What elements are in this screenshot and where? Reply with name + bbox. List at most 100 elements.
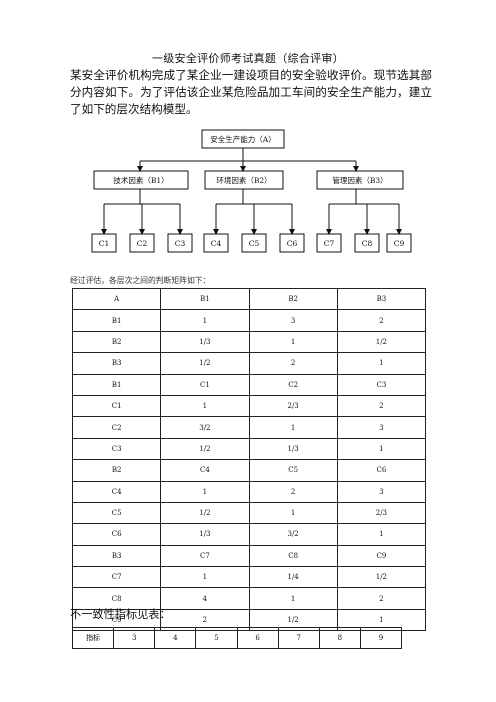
table-cell: C4: [160, 459, 250, 482]
node-b3-box: [316, 170, 404, 190]
table-cell: 6: [236, 627, 279, 649]
node-b3-label: 管理因素（B3）: [332, 175, 387, 185]
node-b2-label: 环境因素（B2）: [216, 175, 271, 185]
table-cell: 4: [160, 587, 250, 610]
table-cell: 1/2: [160, 501, 250, 525]
table-cell: 3: [248, 309, 338, 332]
intro-paragraph: 某安全评价机构完成了某企业一建设项目的安全验收评价。现节选其部分内容如下。为了评…: [70, 68, 432, 116]
table-cell: B1: [160, 287, 250, 311]
table-cell: 1/4: [248, 566, 338, 589]
table-cell: 2/3: [336, 501, 427, 525]
table-cell: 1: [160, 566, 250, 589]
table-cell: 2: [336, 309, 427, 332]
table-cell: 2: [336, 394, 427, 418]
document-title: 一级安全评价师考试真题（综合评审）: [151, 52, 345, 65]
table-cell: 1: [248, 330, 338, 354]
table-cell: 1/2: [160, 437, 250, 461]
table-cell: C1: [71, 394, 162, 418]
table-cell: C8: [248, 544, 338, 568]
table-cell: 1: [336, 352, 427, 375]
table-cell: 1: [336, 523, 427, 546]
matrix-caption: 经过评估，各层次之间的判断矩阵如下：: [70, 276, 211, 285]
table-cell: 3/2: [248, 523, 338, 546]
table-cell: 1: [160, 394, 250, 418]
table-cell: 1/3: [248, 437, 338, 461]
table-cell: 1/2: [336, 566, 427, 589]
table-cell: C3: [336, 373, 427, 396]
table-cell: C6: [71, 523, 162, 546]
table-cell: 7: [277, 627, 320, 649]
node-b1-box: [93, 170, 189, 190]
table-cell: 8: [318, 627, 361, 649]
table-cell: C2: [71, 416, 162, 439]
node-c1-label: C1: [99, 239, 110, 248]
table-cell: 5: [195, 627, 238, 649]
table-cell: C6: [336, 459, 427, 482]
node-c5-label: C5: [249, 239, 260, 248]
node-b1-label: 技术因素（B1）: [113, 175, 168, 185]
table-cell: B2: [248, 287, 338, 311]
table-cell: B3: [336, 287, 427, 311]
table-cell: C1: [160, 373, 250, 396]
table-cell: 2/3: [248, 394, 338, 418]
table-cell: B1: [71, 309, 162, 332]
table-cell: B2: [71, 459, 162, 482]
table-cell: C5: [71, 501, 162, 525]
table-cell: 3: [113, 627, 156, 649]
table-cell: B2: [71, 330, 162, 354]
table-cell: 指标: [71, 627, 115, 649]
table-cell: C9: [336, 544, 427, 568]
table-cell: A: [71, 287, 162, 311]
table-cell: 1/3: [160, 523, 250, 546]
table-cell: C2: [248, 373, 338, 396]
node-c2-label: C2: [137, 239, 148, 248]
node-c7-label: C7: [324, 239, 335, 248]
table-cell: 4: [154, 627, 197, 649]
table-cell: 1: [248, 587, 338, 610]
table-cell: C5: [248, 459, 338, 482]
table-cell: 2: [248, 480, 338, 503]
table-cell: B3: [71, 544, 162, 568]
table-cell: C7: [160, 544, 250, 568]
table-cell: 3/2: [160, 416, 250, 439]
table-cell: 1: [160, 309, 250, 332]
table-cell: 9: [359, 627, 403, 649]
node-c6-label: C6: [287, 239, 298, 248]
table-cell: C3: [71, 437, 162, 461]
table-cell: 1: [248, 416, 338, 439]
table-cell: 2: [336, 587, 427, 610]
table-cell: 3: [336, 480, 427, 503]
table-cell: 1: [336, 437, 427, 461]
hierarchy-diagram: 安全生产能力（A） 技术因素（B1） 环境因素（B2） 管理因素（B3） C1 …: [91, 129, 412, 253]
node-c3-label: C3: [175, 239, 186, 248]
table-cell: 1: [336, 608, 427, 632]
node-c9-label: C9: [394, 239, 405, 248]
table-cell: 1: [160, 480, 250, 503]
node-c8-label: C8: [362, 239, 373, 248]
table-cell: 1/3: [160, 330, 250, 354]
table-cell: 3: [336, 416, 427, 439]
table-cell: C7: [71, 566, 162, 589]
node-c4-label: C4: [211, 239, 222, 248]
node-b2-box: [204, 170, 284, 190]
table-cell: 1: [248, 501, 338, 525]
table-cell: 1/2: [336, 330, 427, 354]
